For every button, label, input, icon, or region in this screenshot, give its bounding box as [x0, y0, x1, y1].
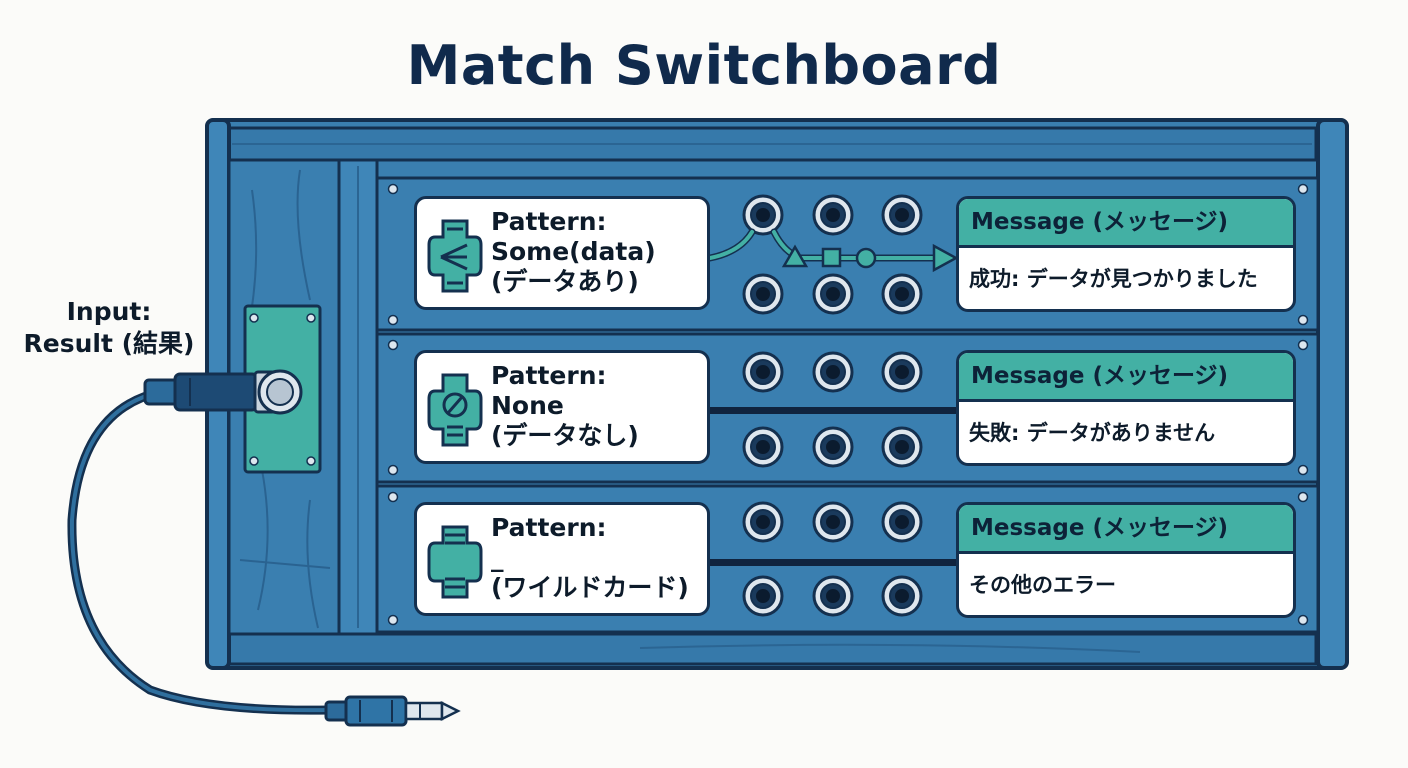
pattern-value: None [491, 391, 564, 420]
message-header: Message (メッセージ) [959, 353, 1293, 402]
jack [812, 426, 854, 468]
message-card-wildcard: Message (メッセージ) その他のエラー [956, 502, 1296, 618]
jack [881, 194, 923, 236]
pattern-card-none: Pattern: None (データなし) [414, 350, 710, 464]
pattern-value: Some(data) [491, 237, 656, 266]
pattern-text: Pattern: None (データなし) [491, 361, 639, 451]
message-body: 成功: データが見つかりました [969, 267, 1258, 291]
lines-icon [427, 525, 483, 599]
connector-bar-2 [706, 407, 958, 414]
circle-node [855, 247, 877, 269]
pattern-label: Pattern: [491, 361, 607, 390]
triangle-node [781, 244, 809, 268]
input-label: Input: Result (結果) [14, 296, 204, 360]
jack [812, 351, 854, 393]
jack [742, 501, 784, 543]
pattern-card-some: Pattern: Some(data) (データあり) [414, 196, 710, 310]
jack [812, 575, 854, 617]
arrow-head [932, 243, 959, 273]
jack [812, 273, 854, 315]
connector-bar-3 [706, 559, 958, 566]
jack [881, 351, 923, 393]
message-header: Message (メッセージ) [959, 505, 1293, 554]
message-body: その他のエラー [969, 573, 1116, 597]
prohibited-icon [427, 373, 483, 447]
pattern-text: Pattern: _ (ワイルドカード) [491, 513, 689, 603]
jack [742, 194, 784, 236]
pattern-note: (データあり) [491, 267, 639, 296]
message-card-some: Message (メッセージ) 成功: データが見つかりました [956, 196, 1296, 312]
input-label-line1: Input: [66, 297, 152, 326]
jack [881, 273, 923, 315]
pattern-note: (ワイルドカード) [491, 573, 689, 602]
jack [812, 194, 854, 236]
pattern-text: Pattern: Some(data) (データあり) [491, 207, 656, 297]
message-header: Message (メッセージ) [959, 199, 1293, 248]
screws [387, 183, 1309, 626]
jacks [742, 194, 923, 617]
jack [742, 351, 784, 393]
pattern-note: (データなし) [491, 421, 639, 450]
jack [881, 501, 923, 543]
jack [812, 501, 854, 543]
jack [742, 273, 784, 315]
board-bottom-rail [226, 632, 1318, 666]
jack [881, 575, 923, 617]
pattern-label: Pattern: [491, 513, 607, 542]
jack [742, 426, 784, 468]
loose-plug [324, 695, 461, 727]
square-node [821, 247, 842, 268]
pattern-label: Pattern: [491, 207, 607, 236]
message-body: 失敗: データがありません [969, 421, 1216, 445]
input-label-line2: Result (結果) [23, 329, 195, 358]
jack [742, 575, 784, 617]
page-title: Match Switchboard [406, 34, 1002, 97]
board-post-right [1316, 118, 1349, 670]
input-plug [143, 369, 303, 415]
jack [881, 426, 923, 468]
pattern-card-wildcard: Pattern: _ (ワイルドカード) [414, 502, 710, 616]
message-card-none: Message (メッセージ) 失敗: データがありません [956, 350, 1296, 466]
branch-icon [427, 219, 483, 293]
pattern-value: _ [491, 543, 504, 572]
